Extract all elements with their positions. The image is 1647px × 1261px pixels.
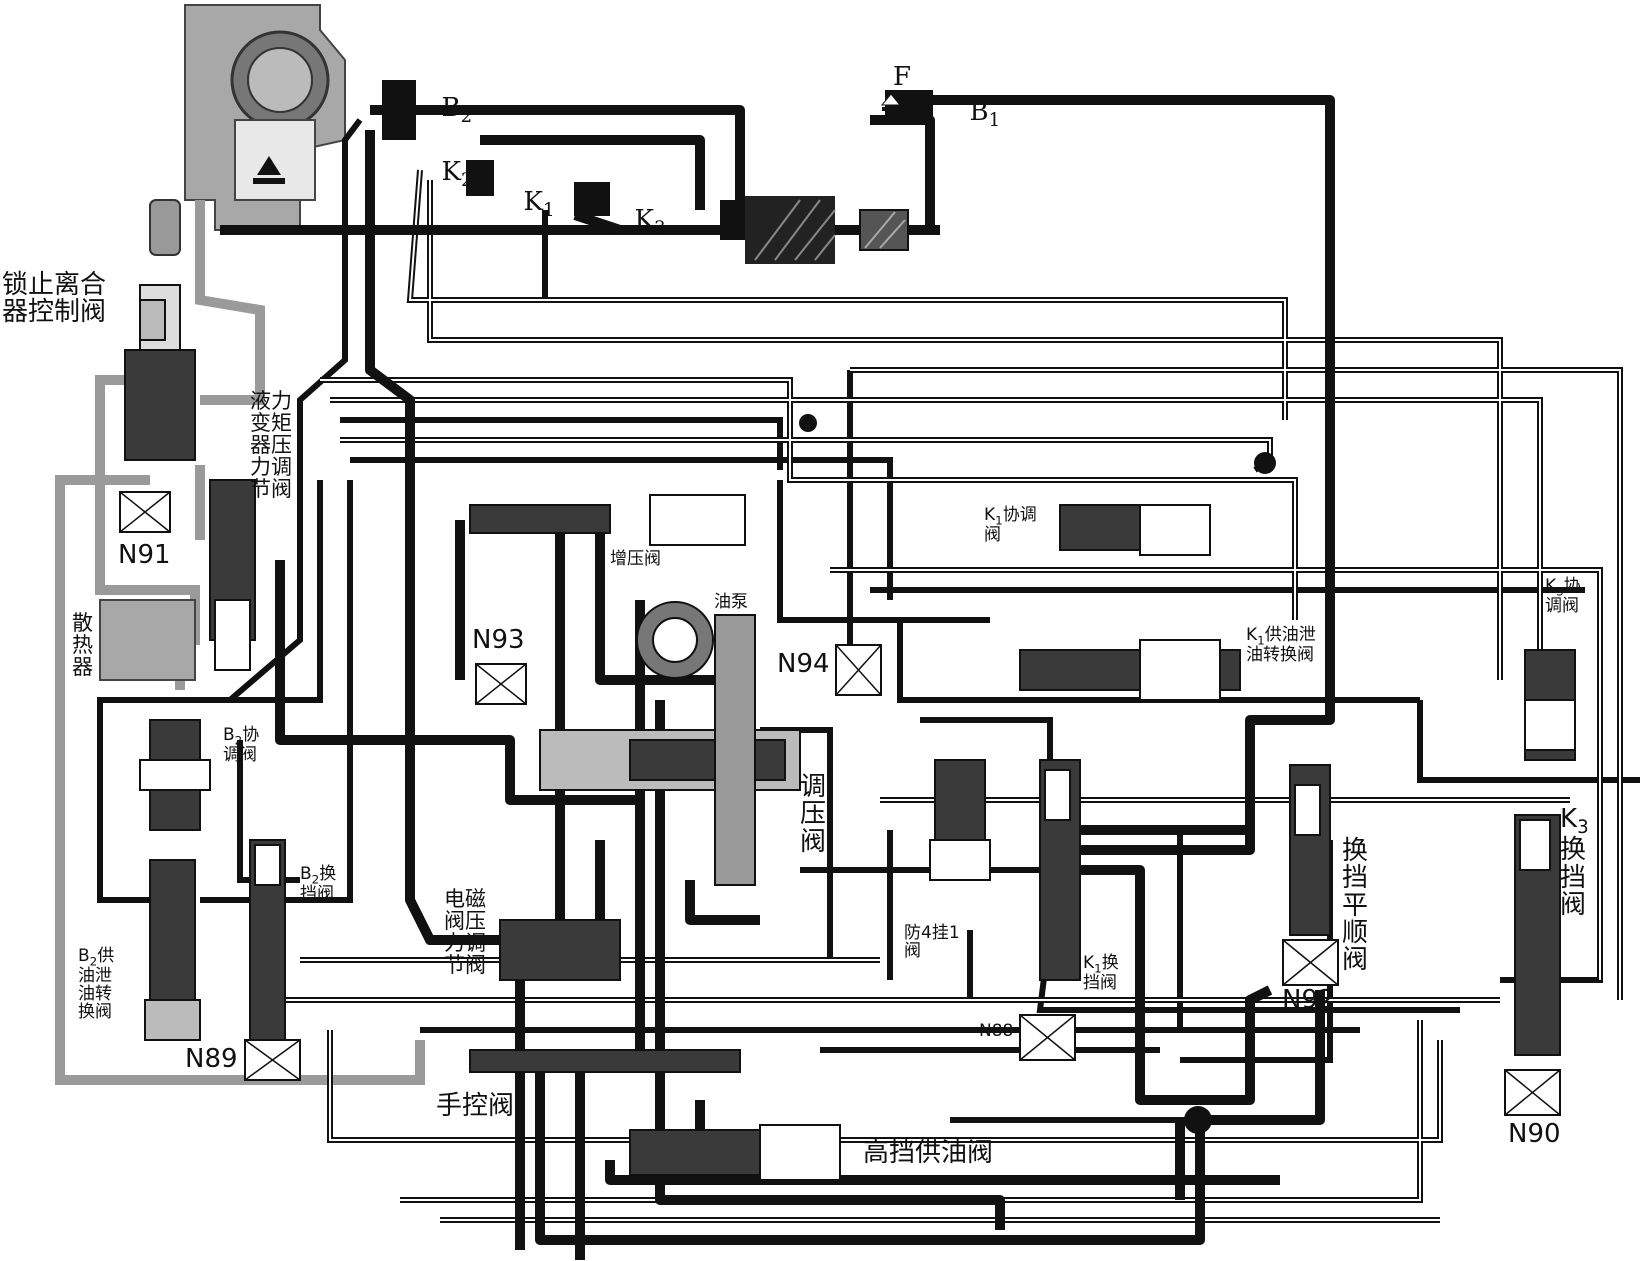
label-k3-shift-valve: K3换挡阀 (1560, 804, 1594, 920)
label-k2: K2 (425, 132, 473, 191)
label-k1-sub: 1 (542, 200, 555, 222)
label-k1-coord-sub: 1 (995, 513, 1003, 528)
label-solenoid-pressure-valve: 电磁阀压力调节阀 (444, 887, 486, 978)
label-n89: N89 (185, 1044, 238, 1074)
label-n93: N93 (472, 625, 525, 655)
torque-converter (149, 4, 346, 256)
main-pressure-lines (220, 95, 1335, 1260)
label-radiator: 散热器 (72, 611, 93, 680)
label-lockup-clutch-control-valve: 锁止离合器控制阀 (2, 270, 107, 328)
label-f: F (893, 62, 912, 92)
label-k1-shift-post: 换挡阀 (1083, 953, 1119, 993)
label-k3-shift-post: 换挡阀 (1560, 835, 1587, 920)
label-b2-shift-valve: B2换挡阀 (300, 864, 350, 904)
label-shift-smoothing-valve: 换挡平顺阀 (1342, 836, 1369, 976)
label-n88: N88 (979, 1021, 1014, 1041)
label-k3-coord-post: 协调阀 (1545, 576, 1581, 616)
label-b2: B2 (425, 68, 473, 128)
label-b2-shift-post: 换挡阀 (300, 864, 337, 904)
label-b2-supply-drain-valve: B2供油泄油转换阀 (78, 946, 128, 1022)
label-k3-shift-pre: K (1560, 804, 1578, 834)
label-b2-shift-sub: 2 (311, 872, 320, 887)
label-n94: N94 (777, 649, 830, 679)
label-b2-coordination-valve: B2协调阀 (223, 725, 273, 765)
label-converter-pressure-valve: 液力变矩器压力调节阀 (250, 389, 292, 502)
label-k1-shift-sub: 1 (1094, 961, 1102, 976)
label-b1-base: B (969, 97, 989, 128)
label-k1-shift-pre: K (1083, 953, 1095, 973)
label-b2-coord-sub: 2 (234, 733, 243, 748)
label-k1-coordination-valve: K1协调阀 (984, 505, 1040, 545)
label-boost-valve: 增压阀 (610, 549, 661, 569)
label-k3-coord-sub: 3 (1556, 584, 1564, 599)
label-b2-coord-post: 协调阀 (223, 725, 260, 765)
label-k2-base: K (441, 157, 461, 188)
valve-bodies (124, 284, 1576, 1181)
label-k3-coordination-valve: K3协调阀 (1545, 576, 1595, 616)
thin-oil-channels-inner (280, 169, 1621, 1221)
junction-dot (1184, 1106, 1212, 1134)
solenoid-coils (119, 491, 1561, 1116)
label-b1: B1 (953, 72, 1001, 132)
radiator-block (99, 599, 196, 681)
clutch-blocks (382, 80, 933, 264)
label-k1-shift-valve: K1换挡阀 (1083, 953, 1133, 993)
label-k1-coord-pre: K (984, 505, 996, 525)
label-k1-supply-post: 供油泄油转换阀 (1246, 625, 1316, 665)
label-k3: K3 (618, 180, 666, 239)
label-b2-shift-pre: B (300, 864, 312, 884)
label-n92: N92 (1282, 985, 1335, 1015)
label-k3-sub: 3 (653, 218, 666, 240)
label-manual-valve: 手控阀 (436, 1091, 515, 1121)
oil-pump (636, 601, 756, 886)
label-b2-base: B (441, 93, 461, 124)
label-anti-4-1-valve: 防4挂1阀 (904, 923, 960, 961)
label-high-gear-supply-valve: 高挡供油阀 (863, 1138, 994, 1168)
label-k1-supply-pre: K (1246, 625, 1258, 645)
label-oil-pump: 油泵 (714, 592, 748, 612)
solenoid-cross-hatches (119, 491, 1561, 1116)
label-k1-base: K (523, 187, 543, 218)
label-k3-coord-pre: K (1545, 576, 1557, 596)
check-balls (799, 414, 1276, 474)
label-pressure-regulator-valve: 调压阀 (800, 772, 827, 857)
label-b2-supply-post: 供油泄油转换阀 (78, 946, 115, 1022)
label-k1-supply-sub: 1 (1257, 633, 1265, 648)
label-n90: N90 (1508, 1119, 1561, 1149)
label-n91: N91 (118, 540, 171, 570)
label-k2-sub: 2 (460, 170, 473, 192)
label-b2-supply-sub: 2 (89, 954, 98, 969)
label-b2-coord-pre: B (223, 725, 235, 745)
label-k3-base: K (634, 205, 654, 236)
label-k3-shift-sub: 3 (1577, 817, 1589, 839)
label-b2-supply-pre: B (78, 946, 90, 966)
label-k1-supply-drain-valve: K1供油泄油转换阀 (1246, 625, 1318, 665)
label-k1-coord-post: 协调阀 (984, 505, 1037, 545)
label-b2-sub: 2 (460, 106, 473, 128)
label-b1-sub: 1 (988, 110, 1001, 132)
label-k1: K1 (507, 162, 555, 221)
